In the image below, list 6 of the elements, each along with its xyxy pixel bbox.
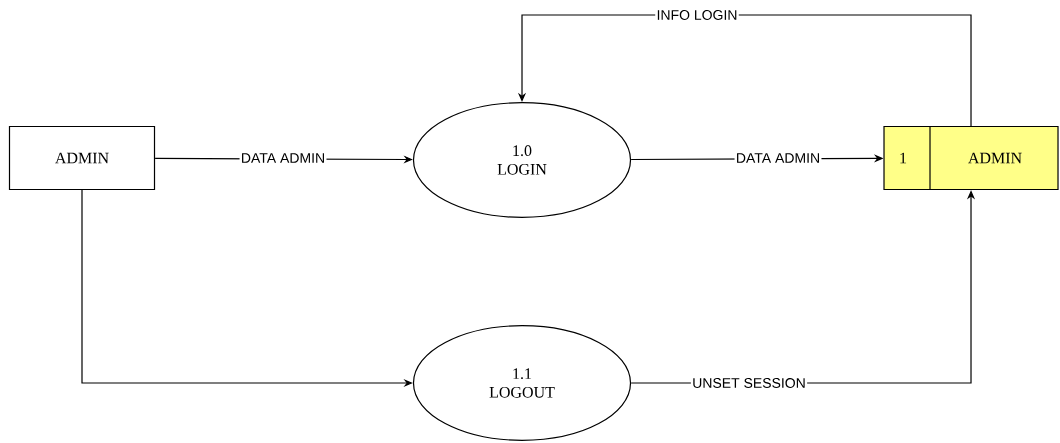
data-store: 1 ADMIN xyxy=(883,125,1059,191)
edge-label: DATA ADMIN xyxy=(242,153,324,163)
edge-label: INFO LOGIN xyxy=(657,10,737,20)
entity-box: ADMIN xyxy=(8,125,156,191)
edge-label: DATA ADMIN xyxy=(737,153,819,163)
edge-label: UNSET SESSION xyxy=(693,378,805,388)
